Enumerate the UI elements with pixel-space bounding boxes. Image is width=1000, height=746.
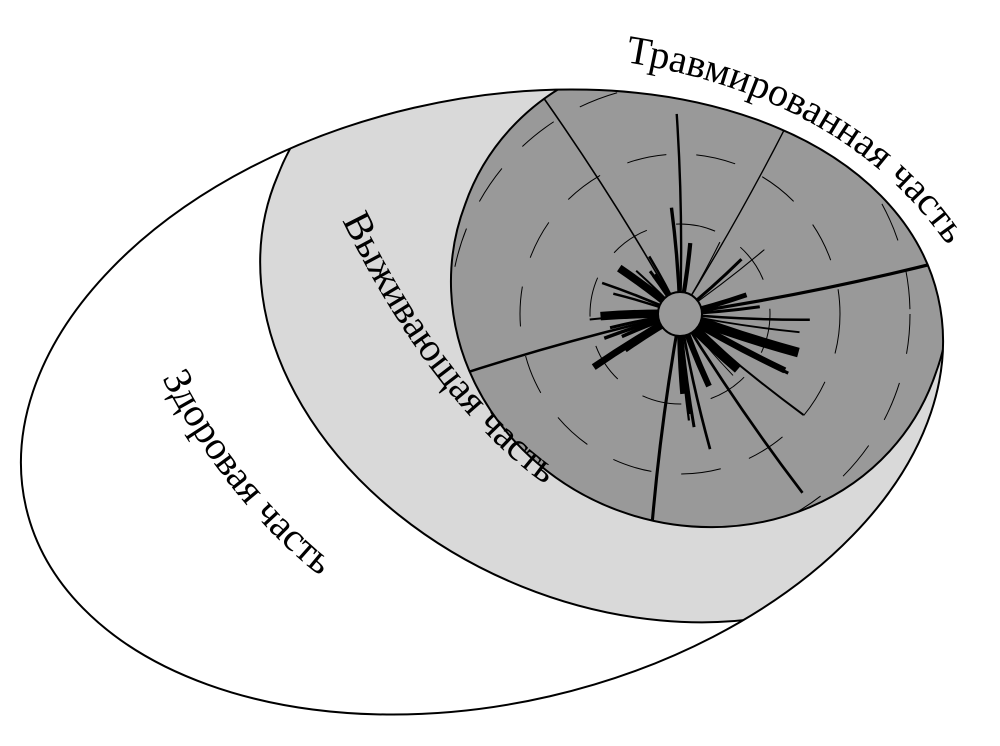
crack-ring bbox=[450, 89, 911, 528]
injured-zone bbox=[451, 89, 944, 528]
crack-line bbox=[679, 258, 944, 316]
crack-line bbox=[648, 313, 682, 528]
crack-ring bbox=[589, 223, 771, 405]
healthy-zone-outline bbox=[19, 88, 945, 716]
impact-point bbox=[657, 291, 703, 337]
crack-line bbox=[678, 313, 804, 494]
crack-ring bbox=[519, 153, 841, 475]
crack-line bbox=[541, 95, 681, 315]
